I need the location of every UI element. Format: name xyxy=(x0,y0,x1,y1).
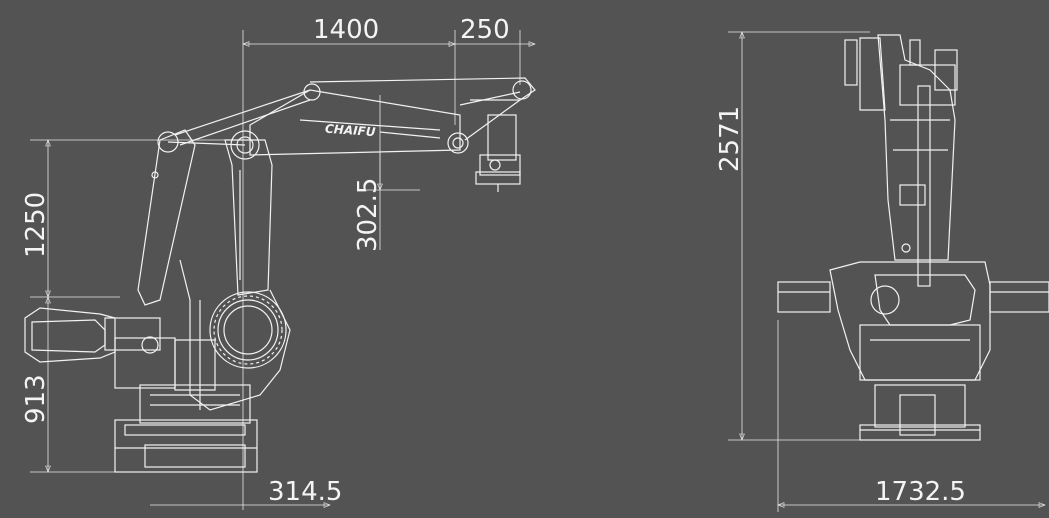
side-column xyxy=(174,259,291,411)
side-counterweight xyxy=(24,307,176,389)
dim-label-913: 913 xyxy=(21,374,51,424)
side-view: 1400 250 1250 913 302.5 314.5 xyxy=(21,15,536,510)
side-lower-arm xyxy=(224,130,273,296)
front-view-dimension-lines xyxy=(739,31,1046,508)
dim-label-314-5: 314.5 xyxy=(268,477,342,507)
dim-label-250: 250 xyxy=(460,15,510,45)
side-view-dimension-lines xyxy=(45,41,536,508)
front-body xyxy=(829,261,991,381)
front-view-extension-lines xyxy=(728,31,870,512)
dim-label-1400: 1400 xyxy=(313,15,379,45)
front-upper-column xyxy=(844,34,958,287)
side-rear-link xyxy=(137,89,311,306)
side-base xyxy=(114,384,258,473)
dim-label-302-5: 302.5 xyxy=(353,178,383,252)
front-view: 2571 1732.5 xyxy=(715,31,1049,512)
front-base xyxy=(859,384,981,441)
dim-label-1250: 1250 xyxy=(21,192,51,258)
front-rails xyxy=(777,281,1049,313)
side-upper-arm xyxy=(249,77,536,156)
side-wrist xyxy=(475,114,521,192)
dim-label-1732-5: 1732.5 xyxy=(875,477,966,507)
brand-logo: CHAIFU xyxy=(325,122,377,140)
dim-label-2571: 2571 xyxy=(715,106,745,172)
